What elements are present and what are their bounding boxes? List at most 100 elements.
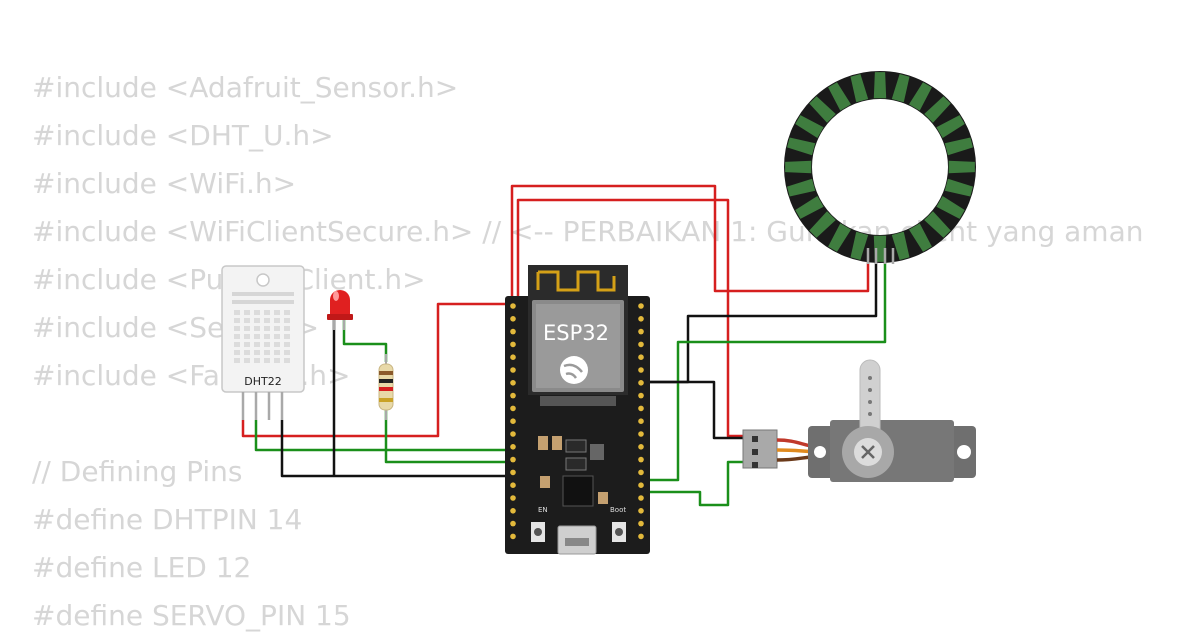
dht22-vent — [274, 350, 280, 355]
ring-pixel — [787, 137, 816, 156]
esp32-pin[interactable] — [638, 444, 644, 450]
dht22-vent — [254, 350, 260, 355]
esp32-pin[interactable] — [510, 520, 516, 527]
code-line: #define LED 12 — [32, 551, 252, 584]
ring-pixel — [891, 74, 910, 103]
wire-servo-signal[interactable] — [644, 460, 748, 507]
resistor[interactable] — [378, 354, 394, 420]
en-button-cap[interactable] — [534, 528, 542, 536]
dht22-vent — [244, 310, 250, 315]
wire-ring-data[interactable] — [644, 262, 887, 482]
dht22-vent — [274, 342, 280, 347]
dht22-vent — [284, 342, 290, 347]
dht22-vent — [264, 350, 270, 355]
esp32-pin[interactable] — [510, 508, 516, 514]
dht22-vent-grid — [234, 310, 290, 363]
esp32-pin[interactable] — [638, 508, 644, 514]
dht22-vent — [254, 318, 260, 323]
esp32-pin[interactable] — [510, 495, 516, 501]
esp32-pin[interactable] — [638, 431, 644, 437]
esp32-pin[interactable] — [638, 456, 644, 463]
ring-pixel — [850, 231, 869, 260]
esp32-pin[interactable] — [638, 367, 644, 373]
esp32-pin[interactable] — [510, 367, 516, 373]
ring-pixel — [908, 82, 932, 111]
esp32-pin[interactable] — [638, 482, 644, 489]
esp32-pin-headers — [510, 303, 644, 540]
ring-pixels — [785, 72, 975, 262]
dht22-vent — [244, 358, 250, 363]
esp32-pin[interactable] — [638, 354, 644, 361]
esp32-pin[interactable] — [510, 380, 516, 386]
esp32-pin[interactable] — [638, 303, 644, 309]
esp32-pin[interactable] — [510, 392, 516, 399]
esp32-pin[interactable] — [638, 495, 644, 501]
esp32-pin[interactable] — [510, 533, 516, 540]
esp32-pin[interactable] — [638, 380, 644, 386]
esp32-pin[interactable] — [638, 316, 644, 322]
esp32-pin[interactable] — [638, 469, 644, 476]
dht22-vent — [284, 318, 290, 323]
dht22-vent — [234, 342, 240, 347]
esp32-pin[interactable] — [510, 456, 516, 463]
esp32-pin[interactable] — [510, 303, 516, 309]
esp32-pin[interactable] — [510, 469, 516, 476]
wire-dht-gnd[interactable] — [280, 420, 512, 478]
esp32-pin[interactable] — [638, 520, 644, 527]
dht22-vent — [264, 342, 270, 347]
dht22-vent — [234, 310, 240, 315]
ring-pixel — [936, 115, 965, 139]
ring-pixel — [809, 211, 836, 238]
wire-ring-vcc[interactable] — [510, 184, 870, 304]
wire-servo-vcc[interactable] — [516, 198, 748, 438]
esp32-pin[interactable] — [638, 328, 644, 335]
esp32-pin[interactable] — [510, 482, 516, 489]
dht22-vent — [274, 334, 280, 339]
ring-pixel — [795, 195, 824, 219]
esp32-pin[interactable] — [638, 392, 644, 399]
ring-pixel — [795, 115, 824, 139]
esp32-board[interactable]: ESP32 EN Boot — [505, 265, 650, 555]
servo-motor[interactable] — [742, 359, 976, 482]
boot-button-cap[interactable] — [615, 528, 623, 536]
wire-servo-gnd[interactable] — [644, 380, 748, 440]
esp32-pin[interactable] — [638, 341, 644, 348]
dht22-vent — [254, 342, 260, 347]
esp32-pin[interactable] — [510, 418, 516, 425]
neopixel-ring[interactable] — [784, 71, 976, 264]
dht22-vent — [254, 358, 260, 363]
wire-led-anode[interactable] — [342, 320, 388, 362]
esp32-pin[interactable] — [638, 405, 644, 412]
wire-dht-data[interactable] — [254, 420, 512, 452]
dht22-vent — [244, 334, 250, 339]
dht22-vent — [234, 326, 240, 331]
esp32-pin[interactable] — [510, 405, 516, 412]
ring-pixel — [944, 178, 973, 197]
ring-pixel — [828, 82, 852, 111]
dht22-vent — [244, 342, 250, 347]
esp32-pin[interactable] — [510, 354, 516, 361]
esp32-pin[interactable] — [510, 341, 516, 348]
esp32-pin[interactable] — [510, 431, 516, 437]
esp32-pin[interactable] — [510, 316, 516, 322]
red-led[interactable] — [327, 290, 353, 330]
wire-led-signal[interactable] — [384, 410, 512, 464]
dht22-vent — [264, 326, 270, 331]
code-line: // Defining Pins — [32, 455, 243, 488]
code-line: #define DHTPIN 14 — [32, 503, 303, 536]
boot-label: Boot — [610, 506, 626, 514]
esp32-pin[interactable] — [510, 328, 516, 335]
esp32-pin[interactable] — [638, 418, 644, 425]
dht22-vent — [274, 318, 280, 323]
dht22-label: DHT22 — [244, 375, 281, 388]
dht22-vent — [244, 350, 250, 355]
wire-dht-vcc[interactable] — [241, 302, 512, 438]
dht22-sensor[interactable]: DHT22 — [221, 265, 305, 420]
ring-pixel — [850, 74, 869, 103]
ring-pixel — [873, 72, 887, 99]
esp32-pin[interactable] — [510, 444, 516, 450]
ring-pixel — [828, 223, 852, 252]
dht22-vent — [284, 350, 290, 355]
esp32-pin[interactable] — [638, 533, 644, 540]
code-line: #include <DHT_U.h> — [32, 119, 334, 152]
